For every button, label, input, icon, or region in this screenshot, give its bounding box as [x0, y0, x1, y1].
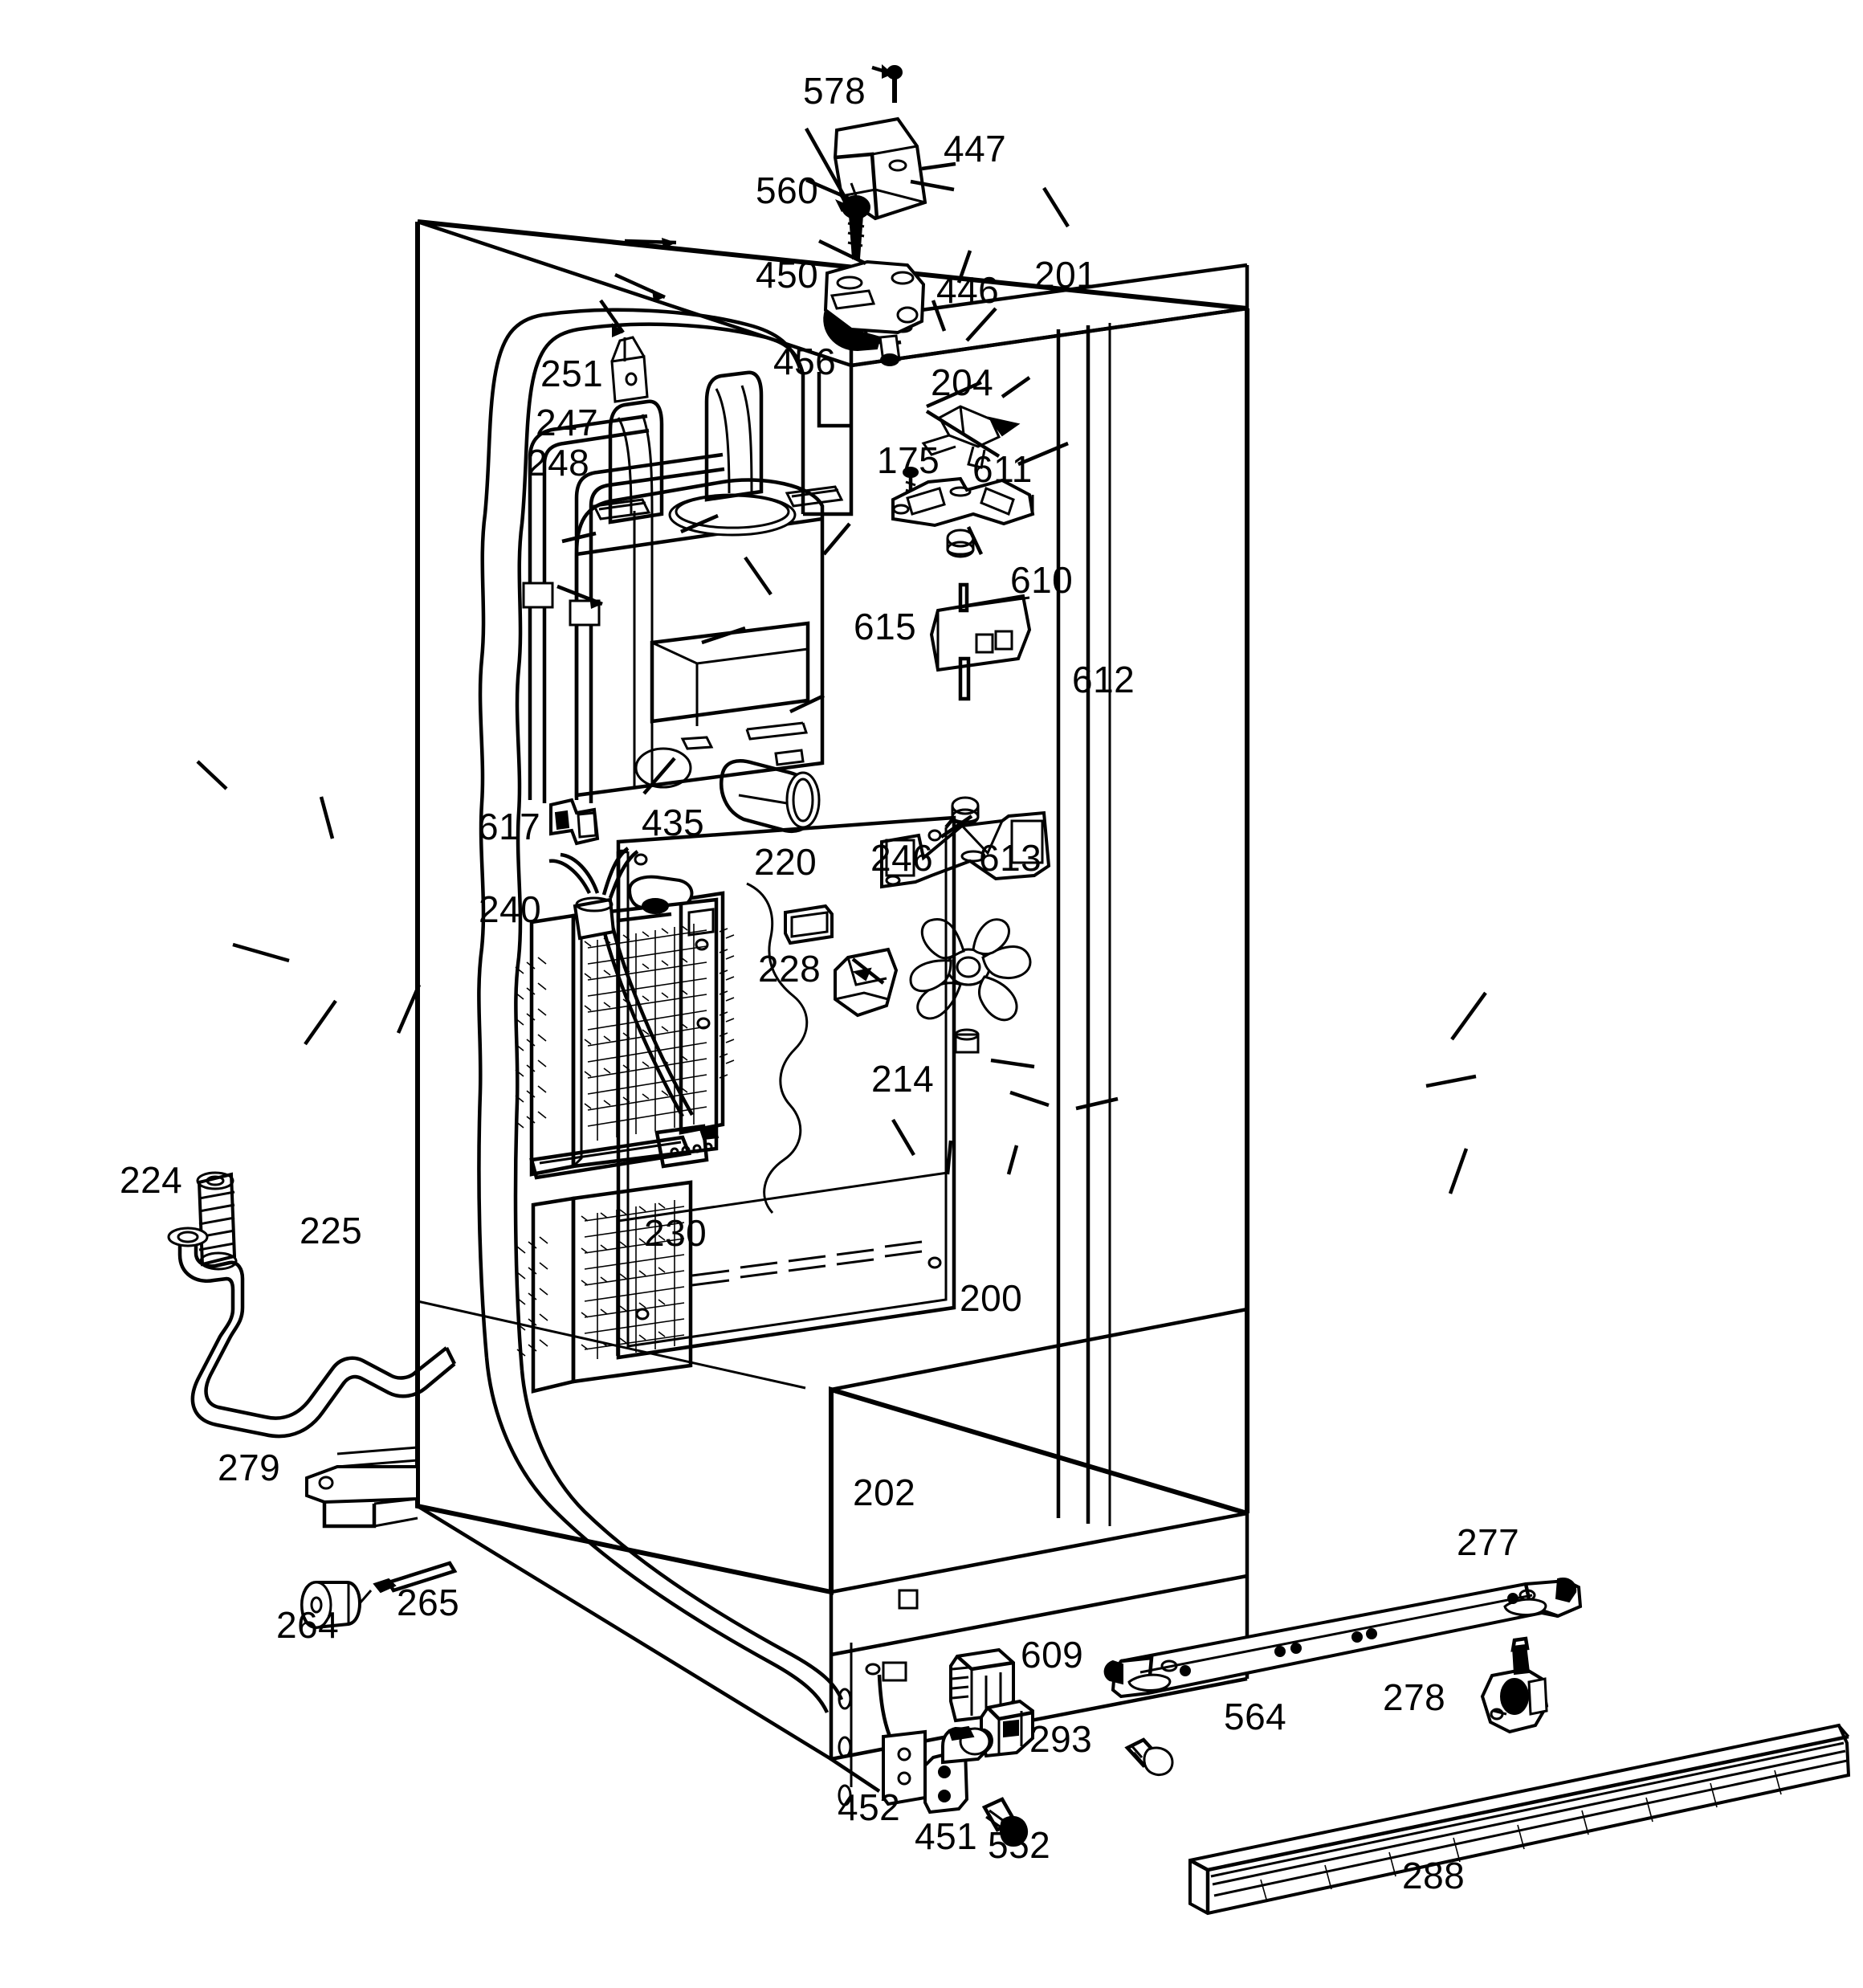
hinge-bottom-451	[923, 1725, 993, 1815]
callout-615[interactable]: 615	[854, 606, 917, 647]
screw-552	[981, 1797, 1028, 1847]
callout-451[interactable]: 451	[915, 1815, 978, 1857]
callout-247[interactable]: 247	[536, 402, 599, 443]
callout-240[interactable]: 240	[479, 888, 542, 930]
callout-225[interactable]: 225	[300, 1210, 363, 1251]
toe-grille-288	[1188, 1723, 1851, 1916]
terminal-block-609	[949, 1647, 1015, 1723]
callout-230[interactable]: 230	[644, 1212, 707, 1254]
callout-456[interactable]: 456	[773, 341, 837, 382]
callout-578[interactable]: 578	[803, 70, 866, 112]
fan-bracket-upper-611	[891, 476, 1035, 528]
air-baffle-246	[834, 947, 899, 1018]
callout-265[interactable]: 265	[397, 1582, 460, 1623]
callout-248[interactable]: 248	[527, 442, 590, 484]
screw-560	[842, 195, 870, 259]
drain-trough-230	[529, 1124, 720, 1180]
roller-assembly-278	[1480, 1636, 1549, 1734]
hinge-shim-452	[882, 1729, 927, 1806]
tube-clip-251	[610, 336, 649, 403]
callout-435[interactable]: 435	[642, 802, 705, 843]
callout-202[interactable]: 202	[853, 1472, 916, 1513]
callout-277[interactable]: 277	[1457, 1521, 1520, 1563]
callout-610[interactable]: 610	[1010, 559, 1074, 601]
roller-264	[300, 1581, 362, 1630]
callout-609[interactable]: 609	[1021, 1634, 1084, 1676]
water-tubing	[522, 414, 725, 803]
evaporator-coil-upper	[515, 891, 735, 1177]
callout-293[interactable]: 293	[1029, 1718, 1093, 1760]
callout-611[interactable]: 611	[972, 448, 1033, 490]
evaporator-coil-lower	[516, 1180, 693, 1394]
roller-axle-265	[358, 1561, 458, 1604]
callout-175[interactable]: 175	[877, 439, 940, 481]
drain-hose-grommet-224	[196, 1171, 238, 1271]
callout-201[interactable]: 201	[1034, 254, 1098, 296]
callout-446[interactable]: 446	[936, 269, 1000, 311]
callout-278[interactable]: 278	[1383, 1676, 1446, 1718]
callout-264[interactable]: 264	[276, 1604, 340, 1646]
hinge-cover-447	[833, 116, 927, 221]
leader-lines	[196, 65, 1487, 1194]
fan-motor-610	[929, 582, 1032, 701]
callout-552[interactable]: 552	[988, 1824, 1051, 1866]
grommet-615	[946, 529, 980, 826]
callout-612[interactable]: 612	[1072, 659, 1135, 700]
fan-nut-613	[954, 1028, 980, 1054]
callout-224[interactable]: 224	[120, 1159, 183, 1201]
screw-564	[1124, 1737, 1174, 1776]
light-socket-220	[784, 904, 834, 945]
callout-288[interactable]: 288	[1402, 1855, 1466, 1896]
callout-617[interactable]: 617	[478, 806, 541, 847]
callout-200[interactable]: 200	[960, 1277, 1023, 1319]
air-duct-assembly	[574, 370, 844, 834]
callout-452[interactable]: 452	[838, 1786, 901, 1828]
callout-450[interactable]: 450	[756, 254, 819, 296]
callout-560[interactable]: 560	[756, 169, 819, 211]
base-rail-277	[1103, 1578, 1583, 1699]
wire-connector-293	[980, 1699, 1034, 1758]
defrost-thermostat-240	[548, 847, 639, 941]
callout-613[interactable]: 613	[979, 837, 1042, 879]
leader-arrowheads	[589, 64, 893, 609]
hinge-top-446	[823, 259, 926, 366]
callout-564[interactable]: 564	[1224, 1696, 1287, 1737]
callout-214[interactable]: 214	[871, 1058, 935, 1100]
wire-clip-617	[549, 798, 600, 846]
callout-447[interactable]: 447	[944, 128, 1007, 169]
drain-tube-225	[167, 1227, 457, 1439]
drain-clip-204	[921, 405, 1021, 469]
callout-204[interactable]: 204	[931, 361, 994, 403]
callout-220[interactable]: 220	[754, 841, 817, 883]
defrost-heater-cap	[627, 875, 694, 914]
callout-251[interactable]: 251	[540, 353, 604, 394]
fan-blade	[909, 918, 1032, 1022]
fan-bracket-lower-612	[880, 810, 1051, 889]
leveling-bracket-279	[305, 1446, 419, 1529]
callout-279[interactable]: 279	[218, 1447, 281, 1488]
callout-246[interactable]: 246	[870, 837, 934, 879]
callout-228[interactable]: 228	[758, 948, 821, 990]
liner-gasket-outline	[477, 308, 844, 1713]
